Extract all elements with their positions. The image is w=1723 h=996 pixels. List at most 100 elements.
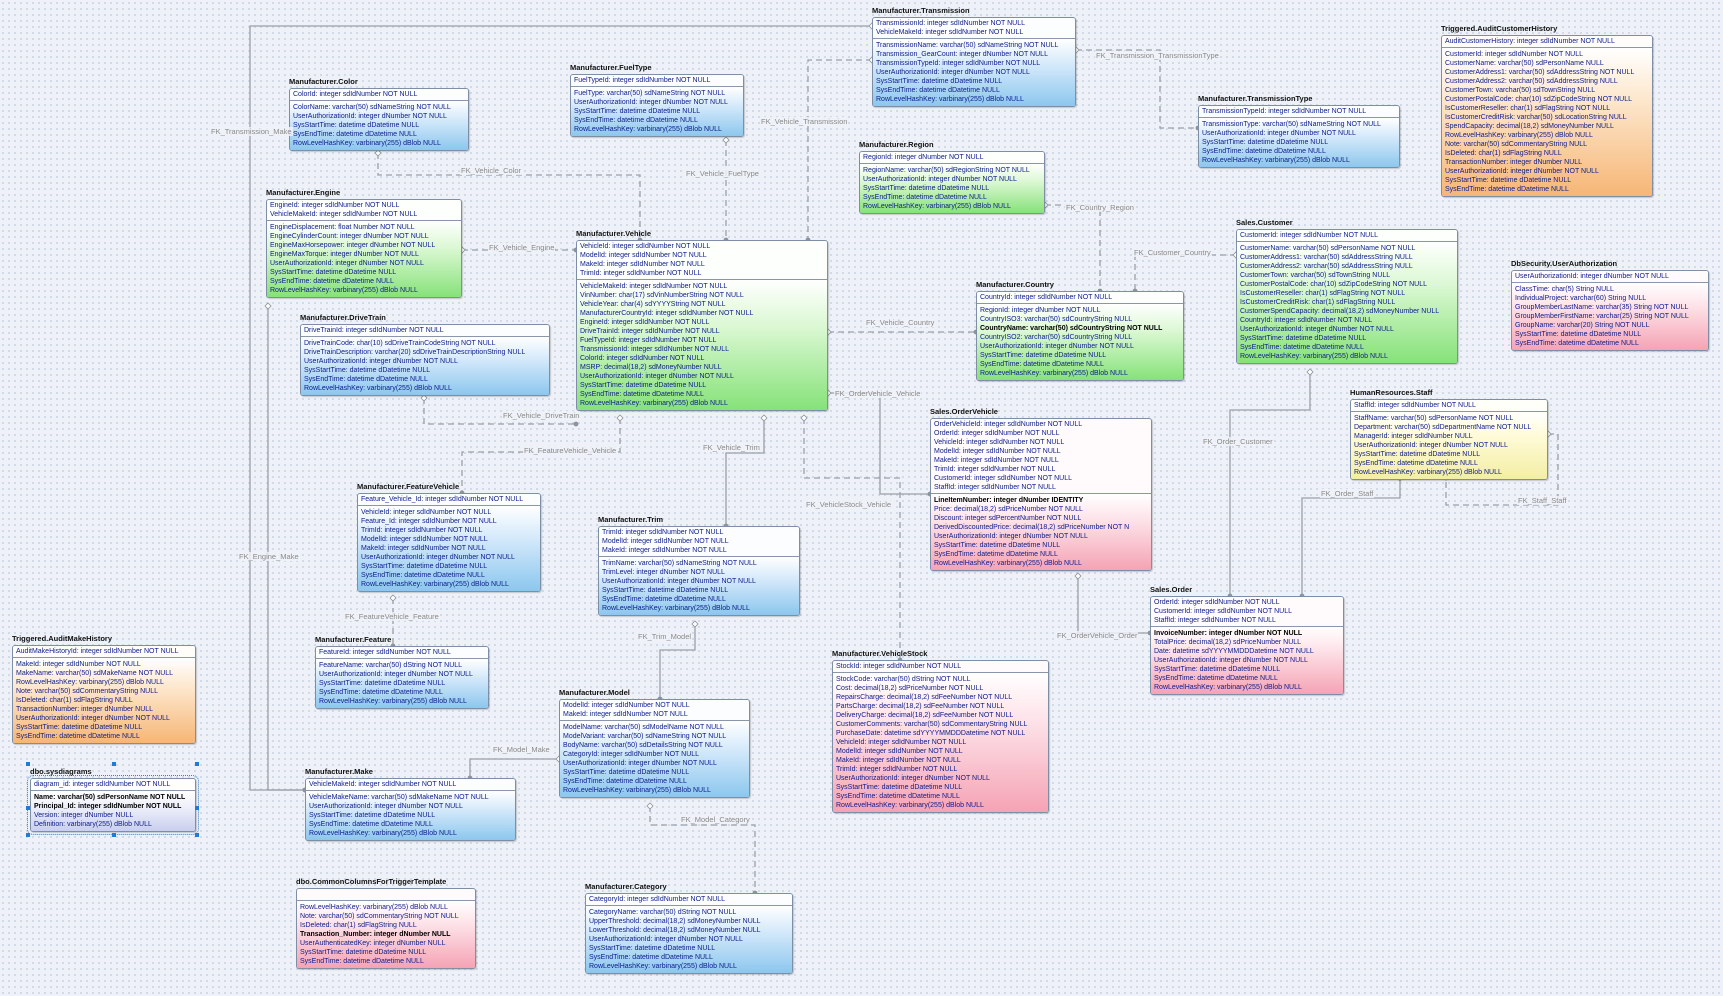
column-row[interactable]: FuelTypeId: integer sdIdNumber NOT NULL bbox=[580, 337, 717, 344]
column-row[interactable]: TransactionNumber: integer dNumber NULL bbox=[1445, 159, 1583, 166]
column-row[interactable]: RowLevelHashKey: varbinary(255) dBlob NU… bbox=[602, 605, 750, 612]
relationship-label[interactable]: FK_Engine_Make bbox=[238, 552, 300, 561]
column-row[interactable]: CustomerPostalCode: char(10) sdZipCodeSt… bbox=[1240, 281, 1428, 288]
key-column-row[interactable]: ModelId: integer sdIdNumber NOT NULL bbox=[602, 538, 729, 545]
column-row[interactable]: SysStartTime: datetime dDatetime NULL bbox=[602, 587, 729, 594]
key-column-row[interactable]: DriveTrainId: integer sdIdNumber NOT NUL… bbox=[304, 327, 444, 334]
column-row[interactable]: RowLevelHashKey: varbinary(255) dBlob NU… bbox=[1202, 157, 1350, 164]
key-column-row[interactable]: VehicleMakeId: integer sdIdNumber NOT NU… bbox=[270, 211, 418, 218]
key-column-row[interactable]: AuditCustomerHistory: integer sdIdNumber… bbox=[1445, 38, 1615, 45]
key-column-row[interactable]: StockId: integer sdIdNumber NOT NULL bbox=[836, 663, 962, 670]
column-row[interactable]: SysStartTime: datetime dDatetime NULL bbox=[1202, 139, 1329, 146]
relationship-label[interactable]: FK_OrderVehicle_Vehicle bbox=[834, 389, 922, 398]
column-row[interactable]: ManagerId: integer sdIdNumber NULL bbox=[1354, 433, 1473, 440]
column-row[interactable]: SysEndTime: datetime dDatetime NULL bbox=[836, 793, 960, 800]
column-row[interactable]: UserAuthorizationId: integer dNumber NOT… bbox=[980, 343, 1134, 350]
column-row[interactable]: TransactionNumber: integer dNumber NULL bbox=[16, 706, 154, 713]
relationship-label[interactable]: FK_Vehicle_DriveTrain bbox=[502, 411, 581, 420]
column-row[interactable]: Transmission_GearCount: integer dNumber … bbox=[876, 51, 1048, 58]
column-row[interactable]: PurchaseDate: datetime sdYYYYMMDDDatetim… bbox=[836, 730, 1026, 737]
column-row[interactable]: SysStartTime: datetime dDatetime NULL bbox=[836, 784, 963, 791]
column-row[interactable]: Date: datetime sdYYYYMMDDDatetime NOT NU… bbox=[1154, 648, 1314, 655]
column-row[interactable]: CountryISO3: varchar(50) sdCountryString… bbox=[980, 316, 1133, 323]
column-row[interactable]: IsCustomerReseller: char(1) sdFlagString… bbox=[1445, 105, 1611, 112]
relationship-label[interactable]: FK_Vehicle_Color bbox=[460, 166, 523, 175]
table-box[interactable]: CustomerId: integer sdIdNumber NOT NULL C… bbox=[1236, 229, 1458, 364]
relationship-label[interactable]: FK_Trim_Model bbox=[637, 632, 693, 641]
column-row[interactable]: FeatureName: varchar(50) dString NOT NUL… bbox=[319, 662, 463, 669]
column-row[interactable]: TransmissionName: varchar(50) sdNameStri… bbox=[876, 42, 1059, 49]
column-row[interactable]: ModelId: integer sdIdNumber NOT NULL bbox=[361, 536, 488, 543]
column-row[interactable]: RowLevelHashKey: varbinary(255) dBlob NU… bbox=[270, 287, 418, 294]
key-column-row[interactable]: diagram_id: integer sdIdNumber NOT NULL bbox=[34, 781, 171, 788]
relationship-label[interactable]: FK_FeatureVehicle_Vehicle bbox=[523, 446, 618, 455]
column-row[interactable]: SysEndTime: datetime dDatetime NULL bbox=[589, 954, 713, 961]
column-row[interactable]: VehicleId: integer sdIdNumber NOT NULL bbox=[361, 509, 492, 516]
relationship-label[interactable]: FK_Vehicle_Country bbox=[865, 318, 936, 327]
column-row[interactable]: IsCustomerCreditRisk: char(1) sdFlagStri… bbox=[1240, 299, 1396, 306]
column-row[interactable]: SysStartTime: datetime dDatetime NULL bbox=[980, 352, 1107, 359]
column-row[interactable]: SysStartTime: datetime dDatetime NULL bbox=[293, 122, 420, 129]
key-column-row[interactable]: StaffId: integer sdIdNumber NOT NULL bbox=[1154, 617, 1276, 624]
column-row[interactable]: RowLevelHashKey: varbinary(255) dBlob NU… bbox=[319, 698, 467, 705]
column-row[interactable]: GroupMemberLastName: varchar(35) String … bbox=[1515, 304, 1689, 311]
relationship-label[interactable]: FK_Model_Category bbox=[680, 815, 751, 824]
relationship-label[interactable]: FK_Vehicle_FuelType bbox=[685, 169, 760, 178]
column-row[interactable]: ModelName: varchar(50) sdModelName NOT N… bbox=[563, 724, 724, 731]
column-row[interactable]: RowLevelHashKey: varbinary(255) dBlob NU… bbox=[836, 802, 984, 809]
key-column-row[interactable]: CustomerId: integer sdIdNumber NOT NULL bbox=[1154, 608, 1292, 615]
column-row[interactable]: EngineMaxHorsepower: integer dNumber NOT… bbox=[270, 242, 436, 249]
column-row[interactable]: RegionId: integer dNumber NOT NULL bbox=[980, 307, 1101, 314]
column-row[interactable]: SysEndTime: datetime dDatetime NULL bbox=[309, 821, 433, 828]
column-row[interactable]: PartsCharge: decimal(18,2) sdFeeNumber N… bbox=[836, 703, 1005, 710]
key-column-row[interactable]: EngineId: integer sdIdNumber NOT NULL bbox=[270, 202, 400, 209]
column-row[interactable]: SysEndTime: datetime dDatetime NULL bbox=[304, 376, 428, 383]
column-row[interactable]: SysEndTime: datetime dDatetime NULL bbox=[300, 958, 424, 965]
column-row[interactable]: DriveTrainCode: char(10) sdDriveTrainCod… bbox=[304, 340, 496, 347]
column-row[interactable]: RowLevelHashKey: varbinary(255) dBlob NU… bbox=[1445, 132, 1593, 139]
key-column-row[interactable]: CustomerId: integer sdIdNumber NOT NULL bbox=[1240, 232, 1378, 239]
relationship-line[interactable] bbox=[1301, 478, 1401, 596]
column-row[interactable]: TotalPrice: decimal(18,2) sdPriceNumber … bbox=[1154, 639, 1302, 646]
selection-handle[interactable] bbox=[26, 762, 30, 766]
column-row[interactable]: Cost: decimal(18,2) sdPriceNumber NOT NU… bbox=[836, 685, 984, 692]
column-row[interactable]: ColorId: integer sdIdNumber NOT NULL bbox=[580, 355, 705, 362]
column-row[interactable]: SysStartTime: datetime dDatetime NULL bbox=[1154, 666, 1281, 673]
column-row[interactable]: TransmissionType: varchar(50) sdNameStri… bbox=[1202, 121, 1381, 128]
relationship-label[interactable]: FK_Transmission_Make bbox=[210, 127, 293, 136]
column-row[interactable]: SysEndTime: datetime dDatetime NULL bbox=[580, 391, 704, 398]
relationship-label[interactable]: FK_FeatureVehicle_Feature bbox=[344, 612, 440, 621]
selection-handle[interactable] bbox=[195, 833, 199, 837]
column-row[interactable]: RowLevelHashKey: varbinary(255) dBlob NU… bbox=[309, 830, 457, 837]
key-column-row[interactable]: CountryId: integer sdIdNumber NOT NULL bbox=[980, 294, 1113, 301]
column-row[interactable]: SysStartTime: datetime dDatetime NULL bbox=[309, 812, 436, 819]
column-row[interactable]: RowLevelHashKey: varbinary(255) dBlob NU… bbox=[1354, 469, 1502, 476]
table-box[interactable]: OrderVehicleId: integer sdIdNumber NOT N… bbox=[930, 418, 1152, 571]
column-row[interactable]: VehicleYear: char(4) sdYYYYString NOT NU… bbox=[580, 301, 726, 308]
column-row[interactable]: EngineDisplacement: float Number NOT NUL… bbox=[270, 224, 415, 231]
column-row[interactable]: StockCode: varchar(50) dString NOT NULL bbox=[836, 676, 971, 683]
column-row[interactable]: Department: varchar(50) sdDepartmentName… bbox=[1354, 424, 1532, 431]
column-row[interactable]: SysEndTime: datetime dDatetime NULL bbox=[361, 572, 485, 579]
column-row[interactable]: SysEndTime: datetime dDatetime NULL bbox=[574, 117, 698, 124]
column-row[interactable]: UserAuthorizationId: integer dNumber NOT… bbox=[1154, 657, 1308, 664]
column-row[interactable]: CountryName: varchar(50) sdCountryString… bbox=[980, 325, 1163, 332]
column-row[interactable]: UserAuthorizationId: integer dNumber NOT… bbox=[1202, 130, 1356, 137]
column-row[interactable]: CustomerId: integer sdIdNumber NOT NULL bbox=[1445, 51, 1583, 58]
column-row[interactable]: UserAuthorizationId: integer dNumber NOT… bbox=[876, 69, 1030, 76]
table-box[interactable]: RowLevelHashKey: varbinary(255) dBlob NU… bbox=[296, 888, 476, 969]
relationship-line[interactable] bbox=[1445, 433, 1559, 506]
column-row[interactable]: SysEndTime: datetime dDatetime NULL bbox=[1515, 340, 1639, 347]
